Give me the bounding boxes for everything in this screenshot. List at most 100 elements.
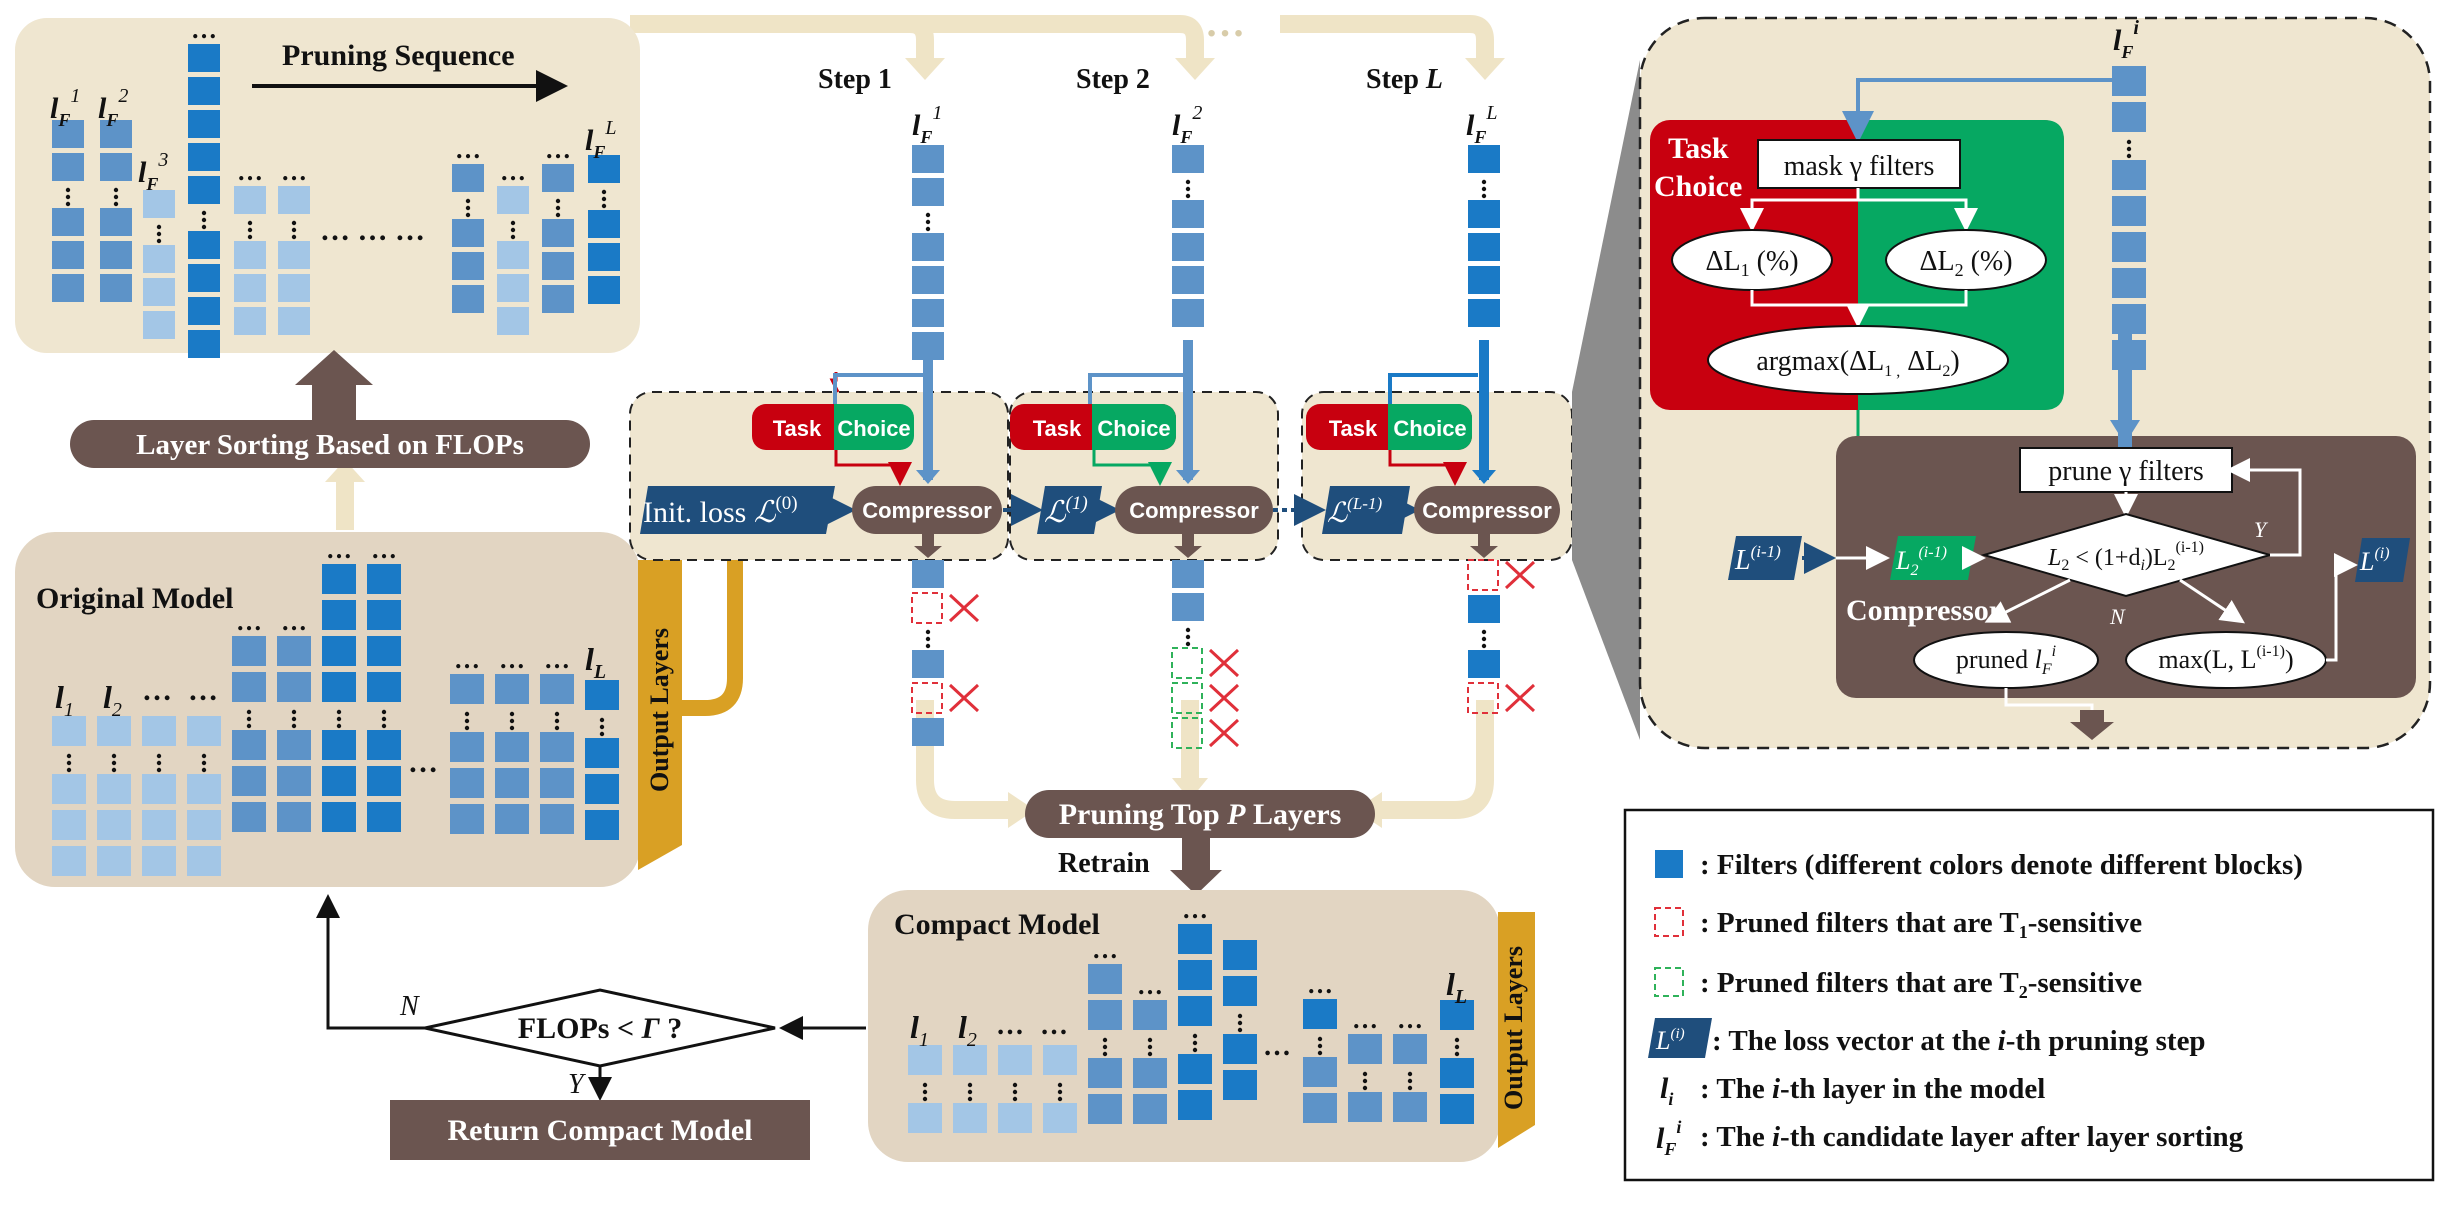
compact-filter [1348,1034,1382,1064]
sequence-filter [278,274,310,302]
compact-filter [1223,1070,1257,1100]
detail-filter [2112,160,2146,190]
original-filter [450,804,484,834]
original-filter [232,636,266,666]
sequence-filter [452,285,484,313]
step-filter [912,266,944,294]
vertical-dot [247,227,253,233]
vertical-dot [2126,153,2132,159]
original-filter [52,774,86,804]
column-ellipsis: … [1397,1005,1423,1034]
original-filter [540,768,574,798]
detail-l2-loss [1890,536,1976,580]
sequence-filter [542,285,574,313]
vertical-dot [111,753,117,759]
vertical-dot [1102,1051,1108,1057]
svg-text:ΔL2 (%): ΔL2 (%) [1919,246,2012,280]
orig-label-l2: l2 [103,679,122,721]
legend-loss-icon [1648,1018,1712,1058]
output-to-step-arrow [682,560,743,716]
detail-lf: lFi [2113,17,2139,62]
vertical-dot [1237,1020,1243,1026]
sequence-filter [188,330,220,358]
original-filter [450,768,484,798]
vertical-dot [156,760,162,766]
step-filter [1468,200,1500,228]
vertical-dot [1481,193,1487,199]
svg-text:Return Compact Model: Return Compact Model [448,1114,753,1147]
vertical-dot [1057,1089,1063,1095]
svg-text:Compressor: Compressor [1422,498,1552,523]
step-L-choice: Choice [1393,416,1466,441]
legend-t1-swatch [1654,907,1684,937]
vertical-dot [554,718,560,724]
vertical-dot [509,718,515,724]
vertical-dot [336,716,342,722]
compact-filter [1178,996,1212,1026]
flops-condition: FLOPs < Γ ? [518,1012,682,1045]
vertical-dot [111,767,117,773]
vertical-dot [1147,1051,1153,1057]
sequence-filter [188,143,220,171]
step-filter [1468,266,1500,294]
original-filter [322,730,356,760]
original-filter [322,672,356,702]
column-ellipsis: … [281,607,307,636]
legend: : Filters (different colors denote diffe… [1623,808,2435,1182]
vertical-dot [1407,1078,1413,1084]
compact-dots-mid: … [1263,1031,1291,1062]
legend-t1: : Pruned filters that are T1-sensitive [1700,907,2142,942]
vertical-dot [113,187,119,193]
sequence-filter [188,110,220,138]
original-filter [277,766,311,796]
sequence-filter [452,219,484,247]
compact-filter [1440,1000,1474,1030]
svg-text:argmax(ΔL1 , ΔL2): argmax(ΔL1 , ΔL2) [1756,346,1959,380]
step-1-task: Task [773,416,822,441]
original-filter [232,730,266,760]
sequence-filter [588,243,620,271]
step-filter [1172,200,1204,228]
vertical-dot [1454,1037,1460,1043]
vertical-dot [555,212,561,218]
vertical-dot [465,212,471,218]
sequence-filter [234,241,266,269]
compact-label-lL: lL [1446,966,1467,1008]
step-L-compressor [1414,486,1560,534]
vertical-dot [156,753,162,759]
sequence-filter [188,77,220,105]
legend-loss: : The loss vector at the i-th pruning st… [1712,1025,2206,1057]
vertical-dot [1057,1096,1063,1102]
compact-filter [1303,1057,1337,1087]
original-filter [142,846,176,876]
orig-label-l1: l1 [55,679,74,721]
original-filter [585,810,619,840]
legend-t2: : Pruned filters that are T2-sensitive [1700,967,2142,1002]
seq-label-lfL: lFL [585,117,616,162]
svg-text:prune γ filters: prune γ filters [2048,456,2203,487]
vertical-dot [1317,1036,1323,1042]
step-2-label: Step 2 [1076,64,1150,95]
original-filter [52,846,86,876]
sequence-filter [542,219,574,247]
vertical-dot [66,753,72,759]
pruning-sequence-panel: Pruning Sequence ……………… lF1 lF2 lF3 lFL … [15,15,640,358]
vertical-dot [1481,636,1487,642]
seq-label-lf3: lF3 [138,149,168,194]
pruned-filter [1171,717,1203,749]
legend-lfi-symbol: lFi [1656,1117,1681,1159]
sequence-filter [52,208,84,236]
svg-text:Compressor: Compressor [862,498,992,523]
vertical-dot [201,767,207,773]
original-filter [277,636,311,666]
vertical-dot [156,238,162,244]
column-ellipsis: … [499,645,525,674]
step-1-lf: lF1 [912,102,942,147]
original-filter [367,636,401,666]
sequence-filter [100,241,132,269]
sequence-filter [188,264,220,292]
original-filter [232,766,266,796]
vertical-dot [336,709,342,715]
original-filter [97,774,131,804]
step-L-loss-text: ℒ(L-1) [1327,494,1382,529]
